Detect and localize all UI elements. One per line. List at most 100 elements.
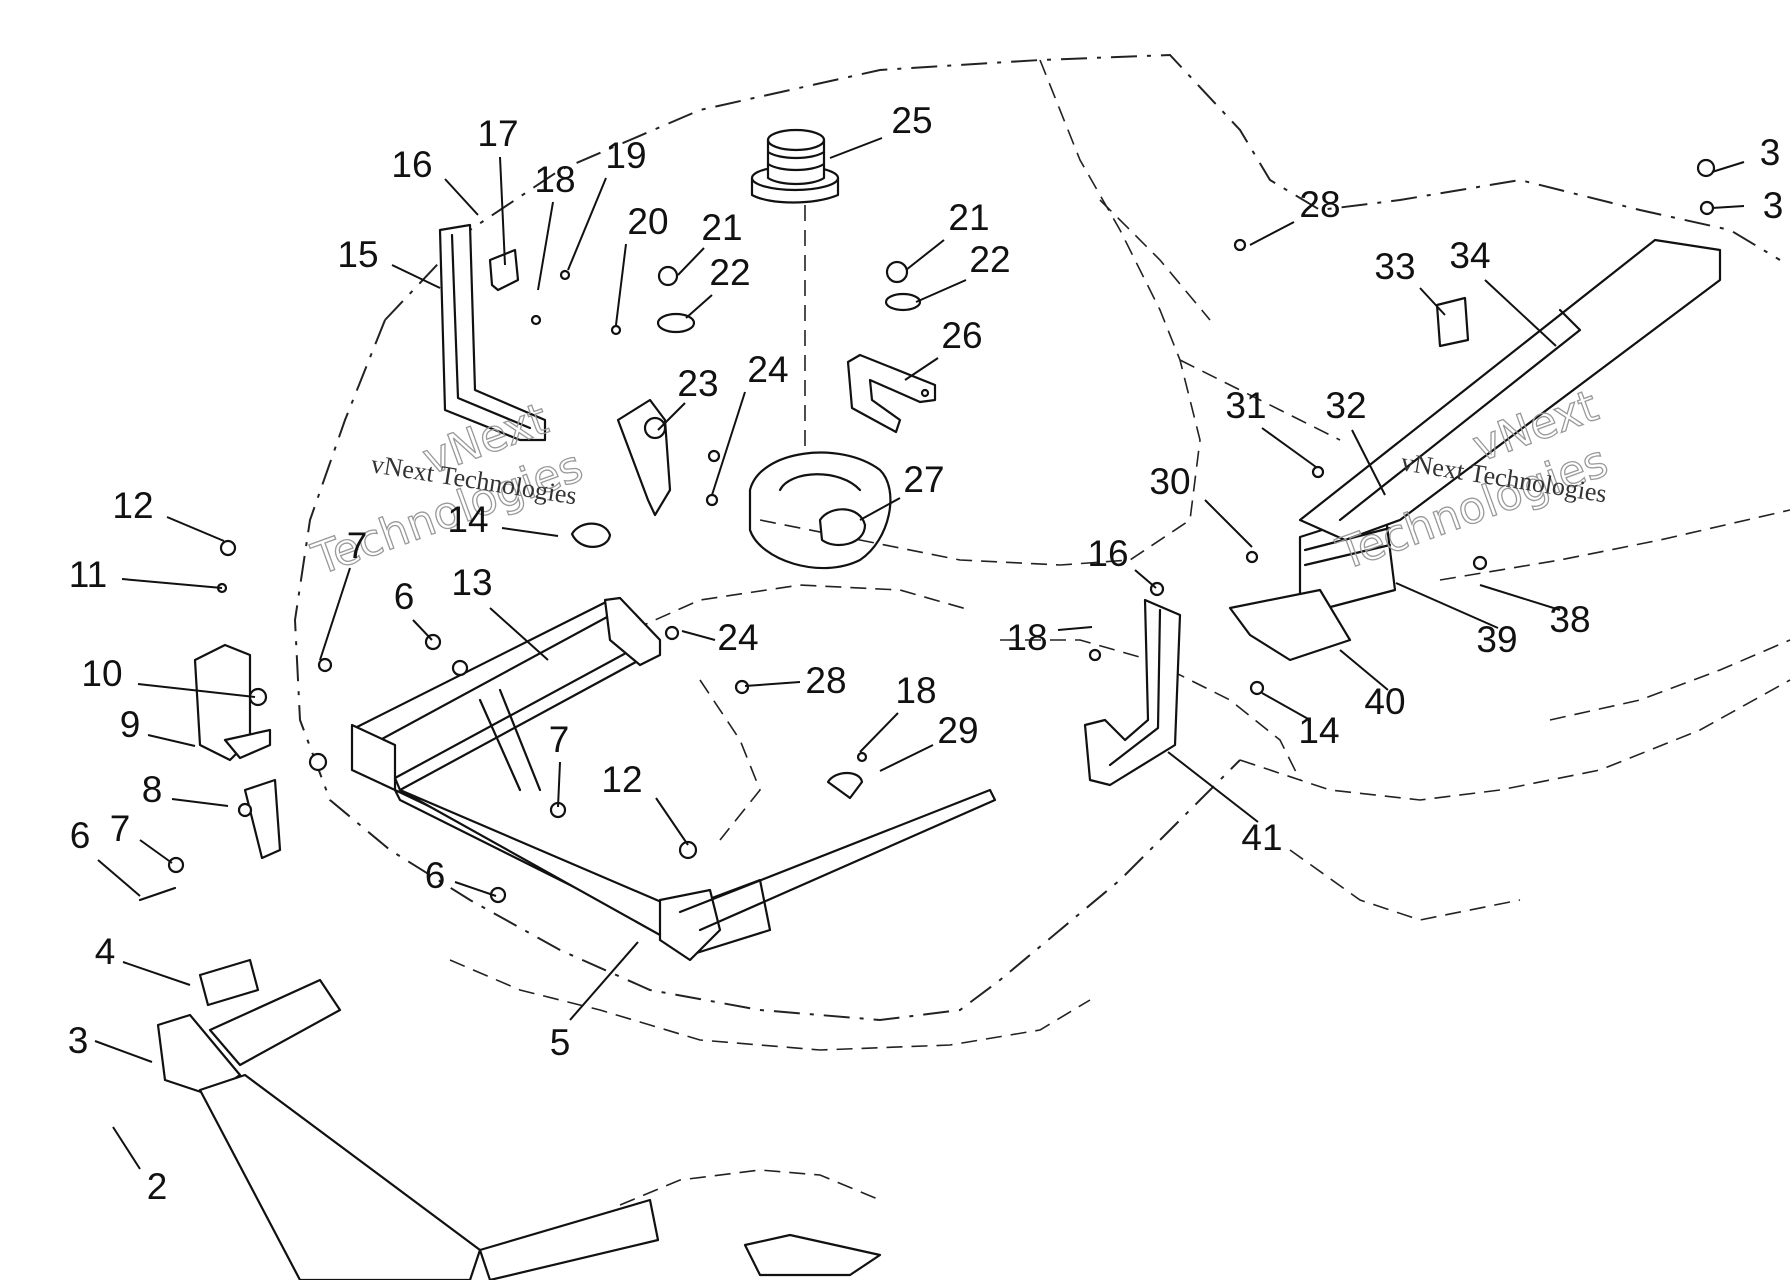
leader-line-c10 <box>137 683 256 698</box>
callout-c32: 32 <box>1325 385 1366 426</box>
callout-c33: 33 <box>1374 246 1415 287</box>
callout-c24b: 24 <box>717 617 758 658</box>
leader-line-c5 <box>569 941 639 1021</box>
callout-c24a: 24 <box>747 349 788 390</box>
leader-line-c21b <box>905 239 945 271</box>
callout-c14b: 14 <box>1298 710 1339 751</box>
leader-line-c16b <box>1134 569 1157 589</box>
leader-line-c36 <box>1711 161 1745 173</box>
callout-c39: 39 <box>1476 619 1517 660</box>
callout-c34: 34 <box>1449 235 1490 276</box>
callout-c19: 19 <box>605 135 646 176</box>
callout-c23: 23 <box>677 363 718 404</box>
fasteners <box>138 158 1716 904</box>
leader-line-c7c <box>319 567 351 661</box>
leader-line-c14a <box>501 527 559 537</box>
callout-c22b: 22 <box>969 239 1010 280</box>
callout-c22a: 22 <box>709 252 750 293</box>
callout-c16a: 16 <box>391 144 432 185</box>
leader-line-c32 <box>1351 429 1386 496</box>
leader-line-c14b <box>1261 692 1311 721</box>
leader-line-c17 <box>499 156 506 266</box>
leader-line-c16a <box>444 178 479 216</box>
callout-c9: 9 <box>120 704 141 745</box>
callout-c6b: 6 <box>425 855 446 896</box>
callout-c18c: 18 <box>895 670 936 711</box>
callout-c26: 26 <box>941 315 982 356</box>
callout-c31: 31 <box>1225 385 1266 426</box>
callout-c10: 10 <box>81 653 122 694</box>
leader-line-c37 <box>1711 205 1745 209</box>
callout-c12b: 12 <box>601 759 642 800</box>
leader-line-c18a <box>537 201 554 291</box>
leader-line-c23 <box>657 402 686 431</box>
bracket-part-23 <box>616 398 672 517</box>
callout-c7b: 7 <box>549 719 570 760</box>
callout-c8: 8 <box>142 769 163 810</box>
callout-c5: 5 <box>550 1022 571 1063</box>
callout-c3: 3 <box>68 1020 89 1061</box>
callout-c18b: 18 <box>1006 617 1047 658</box>
callout-c25: 25 <box>891 100 932 141</box>
callout-c16b: 16 <box>1087 533 1128 574</box>
leader-line-c28b <box>744 681 801 687</box>
leader-line-c31 <box>1261 427 1317 468</box>
front-frame-part-5 <box>350 596 997 962</box>
callout-c28a: 28 <box>1299 184 1340 225</box>
callout-c40: 40 <box>1364 681 1405 722</box>
callout-c37: 3 <box>1763 185 1784 226</box>
support-part-41 <box>1083 598 1182 787</box>
callout-c12a: 12 <box>112 485 153 526</box>
filler-neck-part-25 <box>750 128 840 450</box>
callout-c28b: 28 <box>805 660 846 701</box>
callout-c20: 20 <box>627 201 668 242</box>
callout-c6a: 6 <box>70 815 91 856</box>
callout-c21a: 21 <box>701 207 742 248</box>
callout-c17: 17 <box>477 113 518 154</box>
callout-c21b: 21 <box>948 197 989 238</box>
leader-line-c9 <box>147 734 196 747</box>
leader-line-c40 <box>1339 649 1389 691</box>
leader-line-c12b <box>655 797 689 846</box>
callout-c13: 13 <box>451 562 492 603</box>
callout-c11: 11 <box>69 554 107 595</box>
leader-line-c33 <box>1419 287 1446 316</box>
leader-line-c22a <box>685 294 713 319</box>
leader-line-c21a <box>677 247 705 276</box>
leader-line-c7b <box>557 761 561 808</box>
leader-line-c22b <box>915 279 967 303</box>
leader-line-c41 <box>1167 751 1259 823</box>
leader-line-c8 <box>171 798 229 807</box>
fuel-tank <box>748 451 892 570</box>
leader-line-c30 <box>1204 499 1253 548</box>
leader-line-c18b <box>1057 626 1093 631</box>
leader-line-c26 <box>904 357 939 381</box>
phantom-body-outline <box>293 53 1791 1206</box>
callout-c41: 41 <box>1241 817 1282 858</box>
leader-line-c34 <box>1484 279 1557 347</box>
leader-line-c11 <box>121 578 223 589</box>
leader-line-c7a <box>139 839 173 864</box>
callout-c27: 27 <box>903 459 944 500</box>
leader-line-c39 <box>1395 582 1499 629</box>
callout-c7a: 7 <box>110 808 131 849</box>
callout-c30: 30 <box>1149 461 1190 502</box>
leader-line-c18c <box>859 712 899 753</box>
callout-c14a: 14 <box>447 499 488 540</box>
leader-line-c6c <box>412 619 433 641</box>
leader-line-c12a <box>166 516 225 542</box>
leader-line-c25 <box>829 137 883 159</box>
callout-c7c: 7 <box>347 525 368 566</box>
bracket-part-bottom <box>478 1198 882 1280</box>
leader-line-c38 <box>1479 584 1561 611</box>
leader-lines <box>94 137 1745 1170</box>
leader-line-c19 <box>567 177 607 271</box>
callout-c38: 38 <box>1549 599 1590 640</box>
callout-c15: 15 <box>337 234 378 275</box>
callout-c6c: 6 <box>394 576 415 617</box>
callout-c4: 4 <box>95 931 116 972</box>
leader-line-c2 <box>112 1126 141 1170</box>
leader-line-c28a <box>1249 221 1295 246</box>
leader-line-c6a <box>97 859 141 897</box>
